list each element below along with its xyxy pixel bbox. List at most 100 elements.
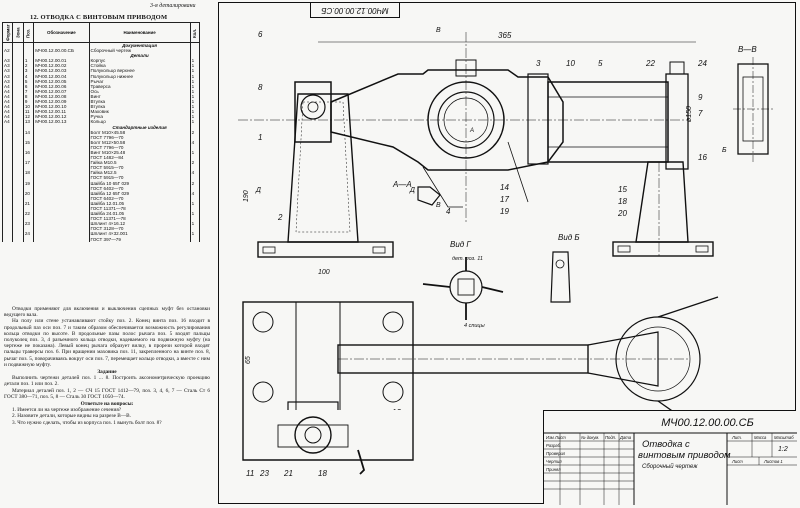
spec-cell	[1, 236, 14, 242]
pos-10: 10	[566, 59, 575, 68]
spec-cell: МЧ00.12.00.09	[33, 99, 90, 105]
spec-cell: 4	[189, 170, 201, 176]
tb-name-2: винтовым приводом	[638, 450, 731, 461]
spec-cell: МЧ00.12.00.00.СБ	[33, 48, 90, 54]
pos-23: 23	[259, 469, 269, 478]
spec-cell: 1	[189, 109, 201, 115]
question-1: 1. Имеется ли на чертеже изображение сеч…	[12, 407, 122, 414]
desc-p2: На полу или стене устанавливают стойку п…	[4, 318, 210, 368]
spec-row: Стандартные изделия	[1, 124, 201, 130]
spec-cell: 13	[22, 119, 35, 125]
pos-24: 24	[697, 59, 707, 68]
tb-developer: Разраб.	[546, 443, 562, 448]
spec-cell: 4	[189, 190, 201, 196]
tb-checked: Проверил	[546, 451, 566, 456]
spec-cell	[22, 185, 35, 191]
tb-accepted: Принял	[546, 467, 561, 472]
question-2: 2. Назовите детали, которые видны на раз…	[12, 413, 131, 420]
label-bb: В—В	[738, 45, 757, 54]
spec-cell	[33, 231, 90, 237]
tb-doc-type: Сборочный чертеж	[642, 464, 698, 470]
spec-cell: 18	[22, 170, 35, 176]
title-block-grid	[544, 432, 797, 505]
pos-22: 22	[645, 59, 655, 68]
spec-cell: 7	[22, 88, 35, 94]
spec-cell	[33, 165, 90, 171]
spec-cell: 1	[189, 68, 201, 74]
label-view-g: Вид Г	[450, 240, 471, 249]
spec-cell: МЧ00.12.00.03	[33, 68, 90, 74]
pos-11: 11	[246, 469, 254, 478]
spec-cell	[189, 226, 201, 232]
col-pos: Поз.	[23, 22, 34, 43]
spec-cell: МЧ00.12.00.06	[33, 83, 90, 89]
spec-cell: 24	[22, 231, 35, 237]
spec-cell: ГОСТ 397—79	[88, 236, 191, 242]
tb-name-1: Отводка с	[642, 439, 690, 450]
spec-cell	[189, 155, 201, 161]
spec-cell	[22, 195, 35, 201]
spec-cell	[12, 236, 24, 242]
spec-cell	[189, 134, 201, 140]
spec-cell	[33, 190, 90, 196]
spec-cell: 1	[22, 58, 35, 64]
spec-cell: 14	[22, 129, 35, 135]
label-aa: А—А	[392, 180, 412, 189]
spec-row: ГОСТ 3128—70	[1, 226, 201, 232]
pos-14: 14	[500, 183, 509, 192]
pos-18-plan: 18	[318, 469, 327, 478]
section-title: 12. ОТВОДКА С ВИНТОВЫМ ПРИВОДОМ	[30, 14, 168, 21]
spec-cell	[33, 185, 90, 191]
spec-cell: 16	[22, 149, 35, 156]
spec-cell	[189, 144, 201, 150]
spec-row: ГОСТ 1482—84	[1, 155, 201, 161]
spec-cell	[33, 155, 90, 161]
tb-scale: 1:2	[778, 446, 788, 453]
pos-8: 8	[258, 83, 263, 92]
pos-20: 20	[617, 209, 627, 218]
drawing-frame	[218, 2, 796, 504]
spec-cell	[33, 175, 90, 181]
questions-heading: Ответьте на вопросы:	[80, 401, 134, 408]
spec-cell: 6	[22, 83, 35, 89]
question-3: 3. Что нужно сделать, чтобы из корпуса п…	[12, 419, 162, 426]
spec-cell: 1	[189, 63, 201, 69]
label-D-left: Д	[255, 187, 261, 194]
spec-cell: МЧ00.12.00.04	[33, 73, 90, 79]
dim-365: 365	[498, 31, 512, 40]
spec-cell: МЧ00.12.00.13	[33, 119, 90, 125]
label-spokes: 4 спицы	[464, 323, 485, 329]
spec-cell	[33, 124, 90, 130]
spec-cell: МЧ00.12.00.01	[33, 58, 90, 64]
spec-cell: МЧ00.12.00.11	[33, 109, 90, 115]
dim-65: 65	[245, 356, 252, 364]
spec-cell: 2	[189, 180, 201, 186]
spec-row: Детали	[1, 53, 201, 59]
label-B-right: Б	[722, 147, 727, 154]
label-V-top: В	[436, 27, 441, 34]
spec-cell	[189, 236, 201, 242]
spec-row: ГОСТ 6402—70	[1, 195, 201, 201]
spec-cell: 23	[22, 221, 35, 227]
spec-cell: 11	[22, 109, 35, 115]
spec-row: Документация	[1, 42, 201, 49]
spec-cell	[33, 236, 90, 242]
spec-cell	[189, 53, 201, 59]
spec-cell: 17	[22, 160, 35, 166]
spec-cell	[189, 48, 201, 54]
col-format: Формат	[2, 22, 13, 43]
